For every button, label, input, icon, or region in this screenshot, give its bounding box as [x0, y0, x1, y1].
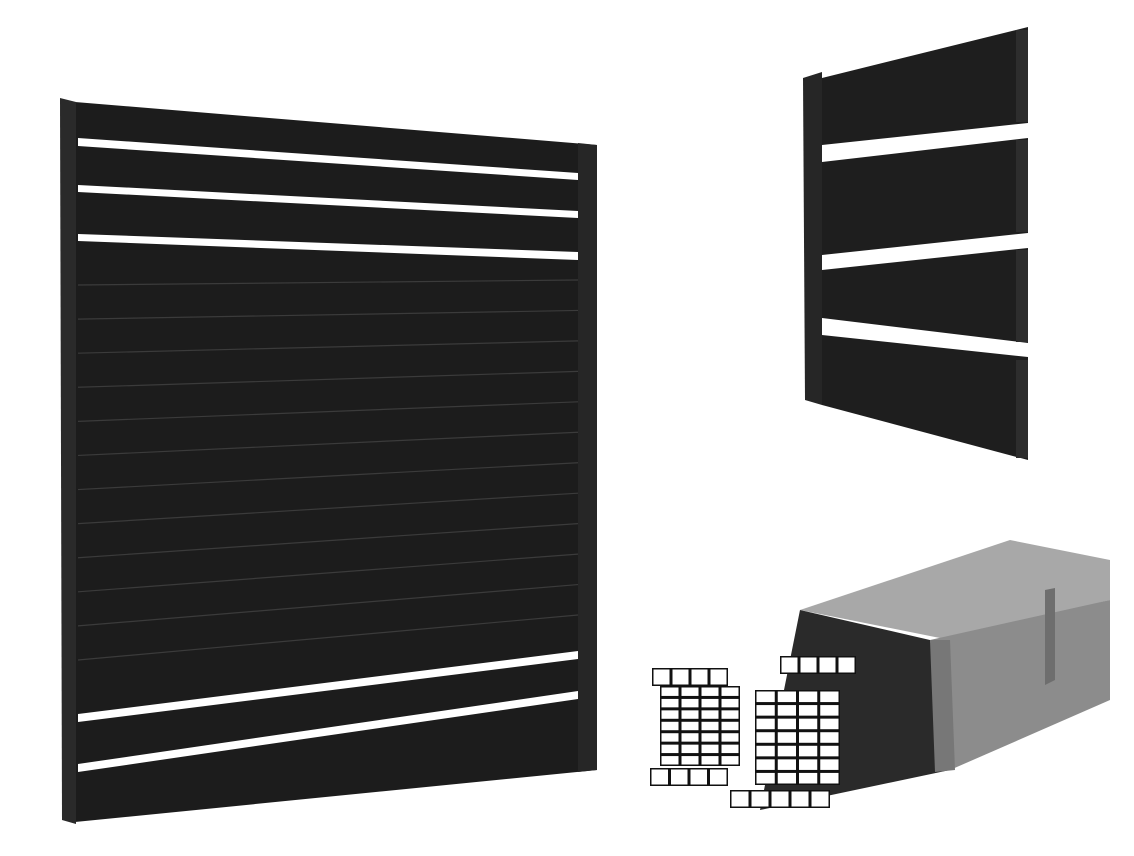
fence-boards — [803, 27, 1028, 460]
fence-panel — [60, 98, 597, 824]
profile-ends — [650, 656, 856, 808]
slat-gaps — [78, 138, 578, 772]
fence-post-right — [578, 143, 597, 772]
board-end-profiles — [1016, 30, 1028, 458]
board-post — [803, 72, 822, 405]
fence-post-left — [60, 98, 76, 824]
packaged-profiles — [650, 540, 1110, 810]
